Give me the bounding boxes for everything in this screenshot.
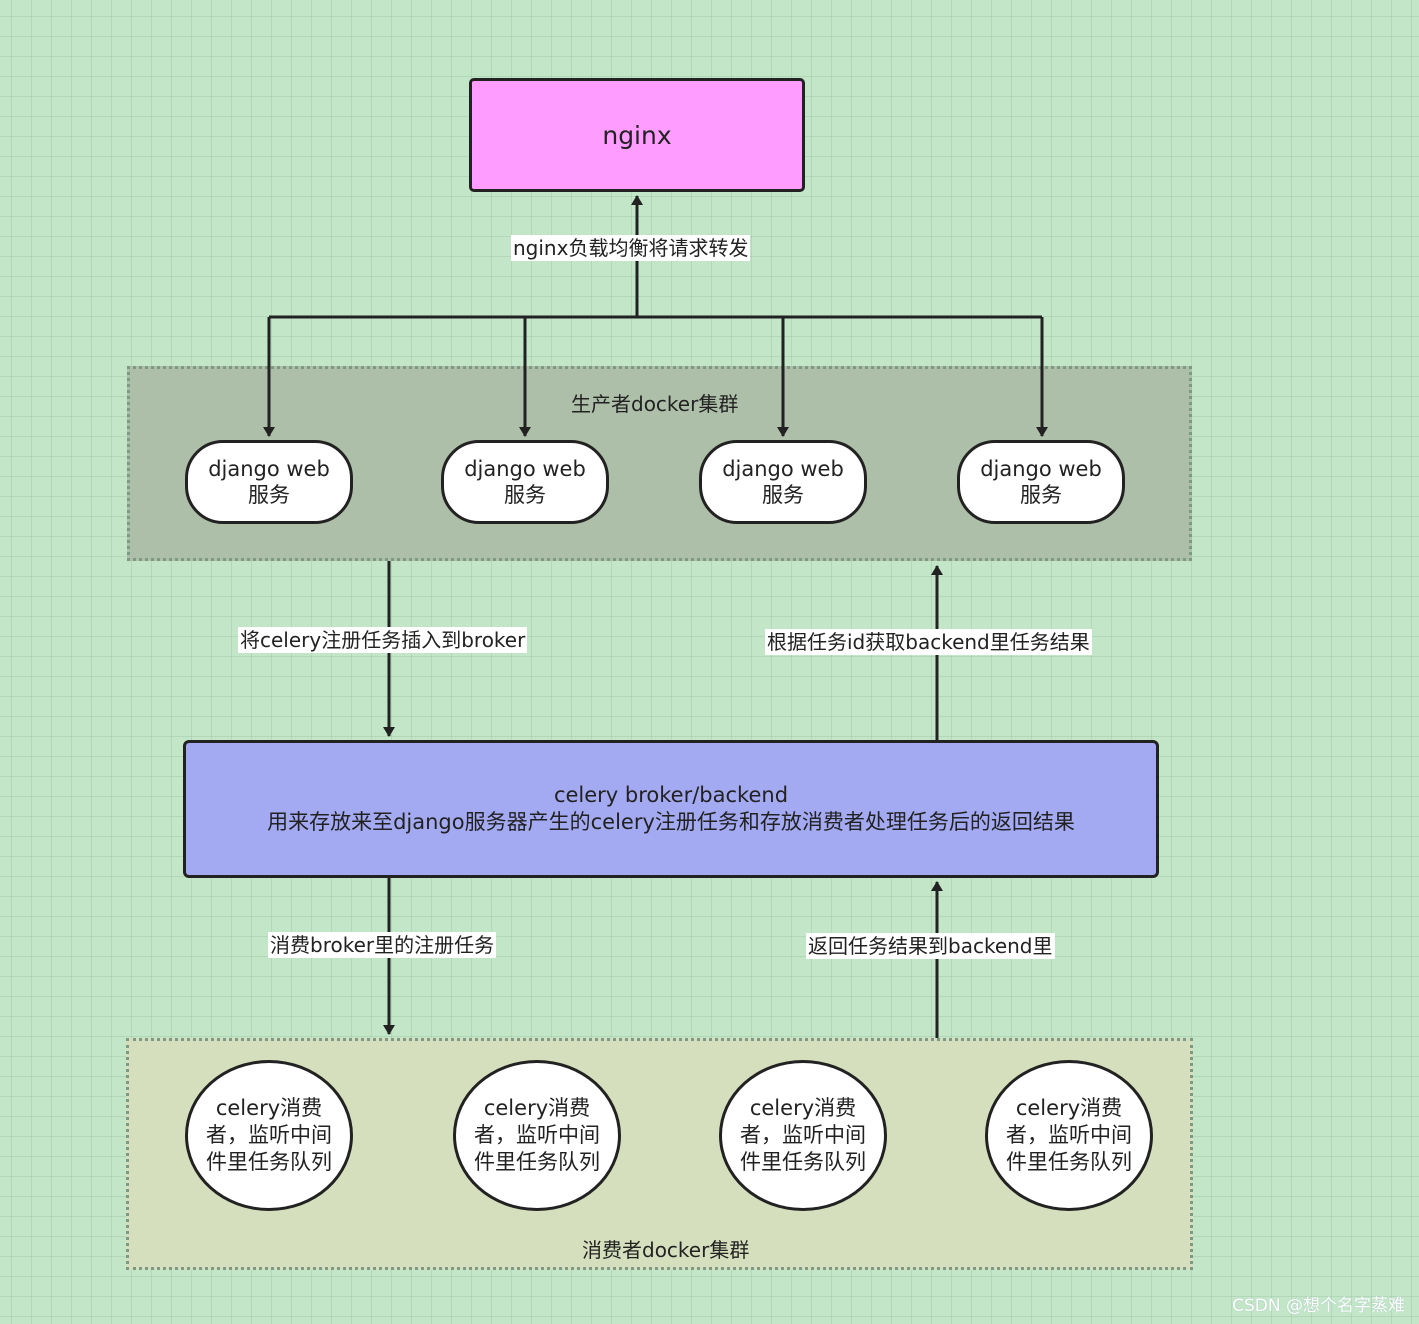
edge-label-insert-to-broker: 将celery注册任务插入到broker (238, 627, 528, 653)
celery-consumer-3-line3: 件里任务队列 (740, 1150, 866, 1174)
celery-consumer-3: celery消费 者，监听中间 件里任务队列 (719, 1060, 887, 1211)
django-web-service-2-line1: django web (464, 457, 586, 481)
celery-consumer-1-line3: 件里任务队列 (206, 1150, 332, 1174)
celery-consumer-2-line2: 者，监听中间 (474, 1123, 600, 1147)
producer-cluster-label: 生产者docker集群 (571, 392, 739, 416)
celery-consumer-1: celery消费 者，监听中间 件里任务队列 (185, 1060, 353, 1211)
django-web-service-2-line2: 服务 (504, 483, 546, 507)
celery-consumer-4-line1: celery消费 (1015, 1096, 1123, 1120)
django-web-service-1-line1: django web (208, 457, 330, 481)
django-web-service-4-line2: 服务 (1020, 483, 1062, 507)
edge-label-consume-tasks: 消费broker里的注册任务 (268, 932, 497, 958)
celery-consumer-3-line1: celery消费 (749, 1096, 857, 1120)
celery-consumer-3-line2: 者，监听中间 (740, 1123, 866, 1147)
broker-title: celery broker/backend (553, 783, 789, 807)
watermark: CSDN @想个名字蒸难 (1232, 1296, 1405, 1316)
edge-label-return-result: 返回任务结果到backend里 (806, 933, 1055, 959)
celery-broker-backend-node: celery broker/backend 用来存放来至django服务器产生的… (183, 740, 1159, 878)
edge-label-fetch-result: 根据任务id获取backend里任务结果 (765, 629, 1092, 655)
broker-description: 用来存放来至django服务器产生的celery注册任务和存放消费者处理任务后的… (267, 810, 1075, 834)
django-web-service-3-line1: django web (722, 457, 844, 481)
consumer-cluster-label: 消费者docker集群 (582, 1238, 750, 1262)
celery-consumer-4-line2: 者，监听中间 (1006, 1123, 1132, 1147)
edge-label-nginx-forward: nginx负载均衡将请求转发 (511, 235, 751, 261)
celery-consumer-2-line1: celery消费 (483, 1096, 591, 1120)
django-web-service-1-line2: 服务 (248, 483, 290, 507)
nginx-node: nginx (469, 78, 805, 192)
celery-consumer-1-line1: celery消费 (215, 1096, 323, 1120)
django-web-service-3-line2: 服务 (762, 483, 804, 507)
celery-consumer-1-line2: 者，监听中间 (206, 1123, 332, 1147)
celery-consumer-4: celery消费 者，监听中间 件里任务队列 (985, 1060, 1153, 1211)
celery-consumer-2: celery消费 者，监听中间 件里任务队列 (453, 1060, 621, 1211)
celery-consumer-2-line3: 件里任务队列 (474, 1150, 600, 1174)
celery-consumer-4-line3: 件里任务队列 (1006, 1150, 1132, 1174)
django-web-service-4-line1: django web (980, 457, 1102, 481)
